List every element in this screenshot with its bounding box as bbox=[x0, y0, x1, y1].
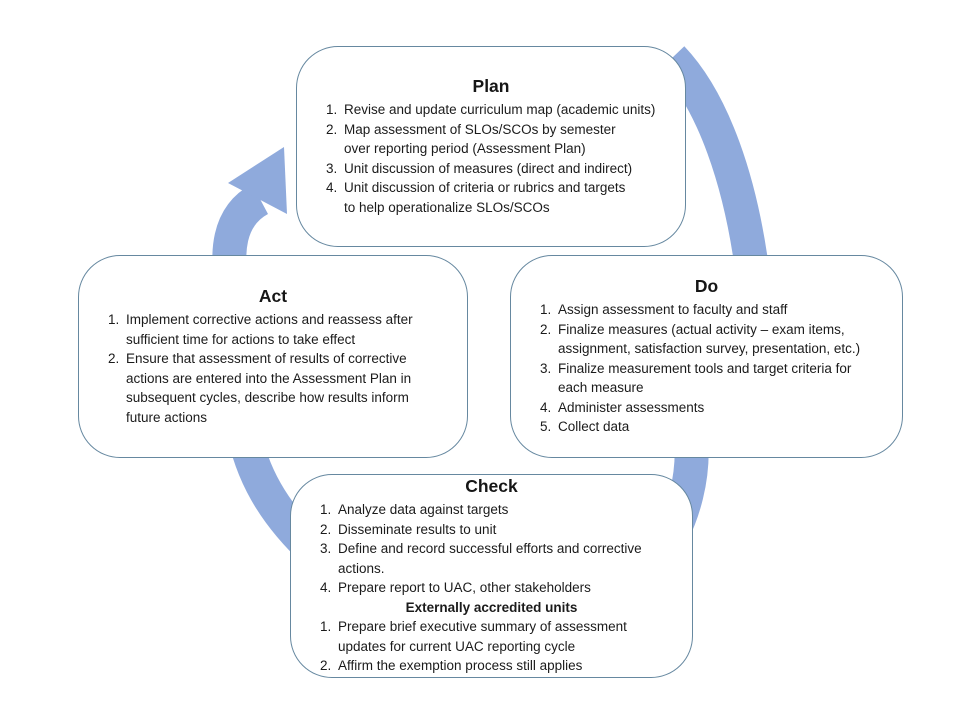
plan-title: Plan bbox=[472, 76, 510, 96]
list-item: Prepare report to UAC, other stakeholder… bbox=[335, 578, 680, 598]
list-item: Administer assessments bbox=[555, 398, 890, 418]
list-item: Disseminate results to unit bbox=[335, 520, 680, 540]
list-item: Affirm the exemption process still appli… bbox=[335, 656, 680, 676]
do-list: Assign assessment to faculty and staffFi… bbox=[523, 300, 890, 437]
list-item: Ensure that assessment of results of cor… bbox=[123, 349, 455, 427]
list-item: Map assessment of SLOs/SCOs by semester … bbox=[341, 120, 673, 159]
plan-list: Revise and update curriculum map (academ… bbox=[309, 100, 673, 217]
check-accredited-list: Prepare brief executive summary of asses… bbox=[303, 617, 680, 676]
check-title: Check bbox=[465, 476, 518, 497]
list-item: Analyze data against targets bbox=[335, 500, 680, 520]
do-box: Do Assign assessment to faculty and staf… bbox=[510, 255, 903, 458]
list-item: Implement corrective actions and reasses… bbox=[123, 310, 455, 349]
list-item: Finalize measures (actual activity – exa… bbox=[555, 320, 890, 359]
plan-box: Plan Revise and update curriculum map (a… bbox=[296, 46, 686, 247]
act-title: Act bbox=[258, 286, 288, 306]
act-box: Act Implement corrective actions and rea… bbox=[78, 255, 468, 458]
check-list: Analyze data against targetsDisseminate … bbox=[303, 500, 680, 598]
list-item: Unit discussion of measures (direct and … bbox=[341, 159, 673, 179]
list-item: Unit discussion of criteria or rubrics a… bbox=[341, 178, 673, 217]
act-list: Implement corrective actions and reasses… bbox=[91, 310, 455, 427]
arrowhead-icon bbox=[228, 147, 287, 214]
check-box: Check Analyze data against targetsDissem… bbox=[290, 474, 693, 678]
list-item: Finalize measurement tools and target cr… bbox=[555, 359, 890, 398]
list-item: Assign assessment to faculty and staff bbox=[555, 300, 890, 320]
externally-accredited-subtitle: Externally accredited units bbox=[405, 599, 578, 615]
arrow-segment-top-right bbox=[659, 46, 771, 287]
list-item: Revise and update curriculum map (academ… bbox=[341, 100, 673, 120]
do-title: Do bbox=[694, 276, 719, 297]
list-item: Prepare brief executive summary of asses… bbox=[335, 617, 680, 656]
list-item: Collect data bbox=[555, 417, 890, 437]
list-item: Define and record successful efforts and… bbox=[335, 539, 680, 578]
